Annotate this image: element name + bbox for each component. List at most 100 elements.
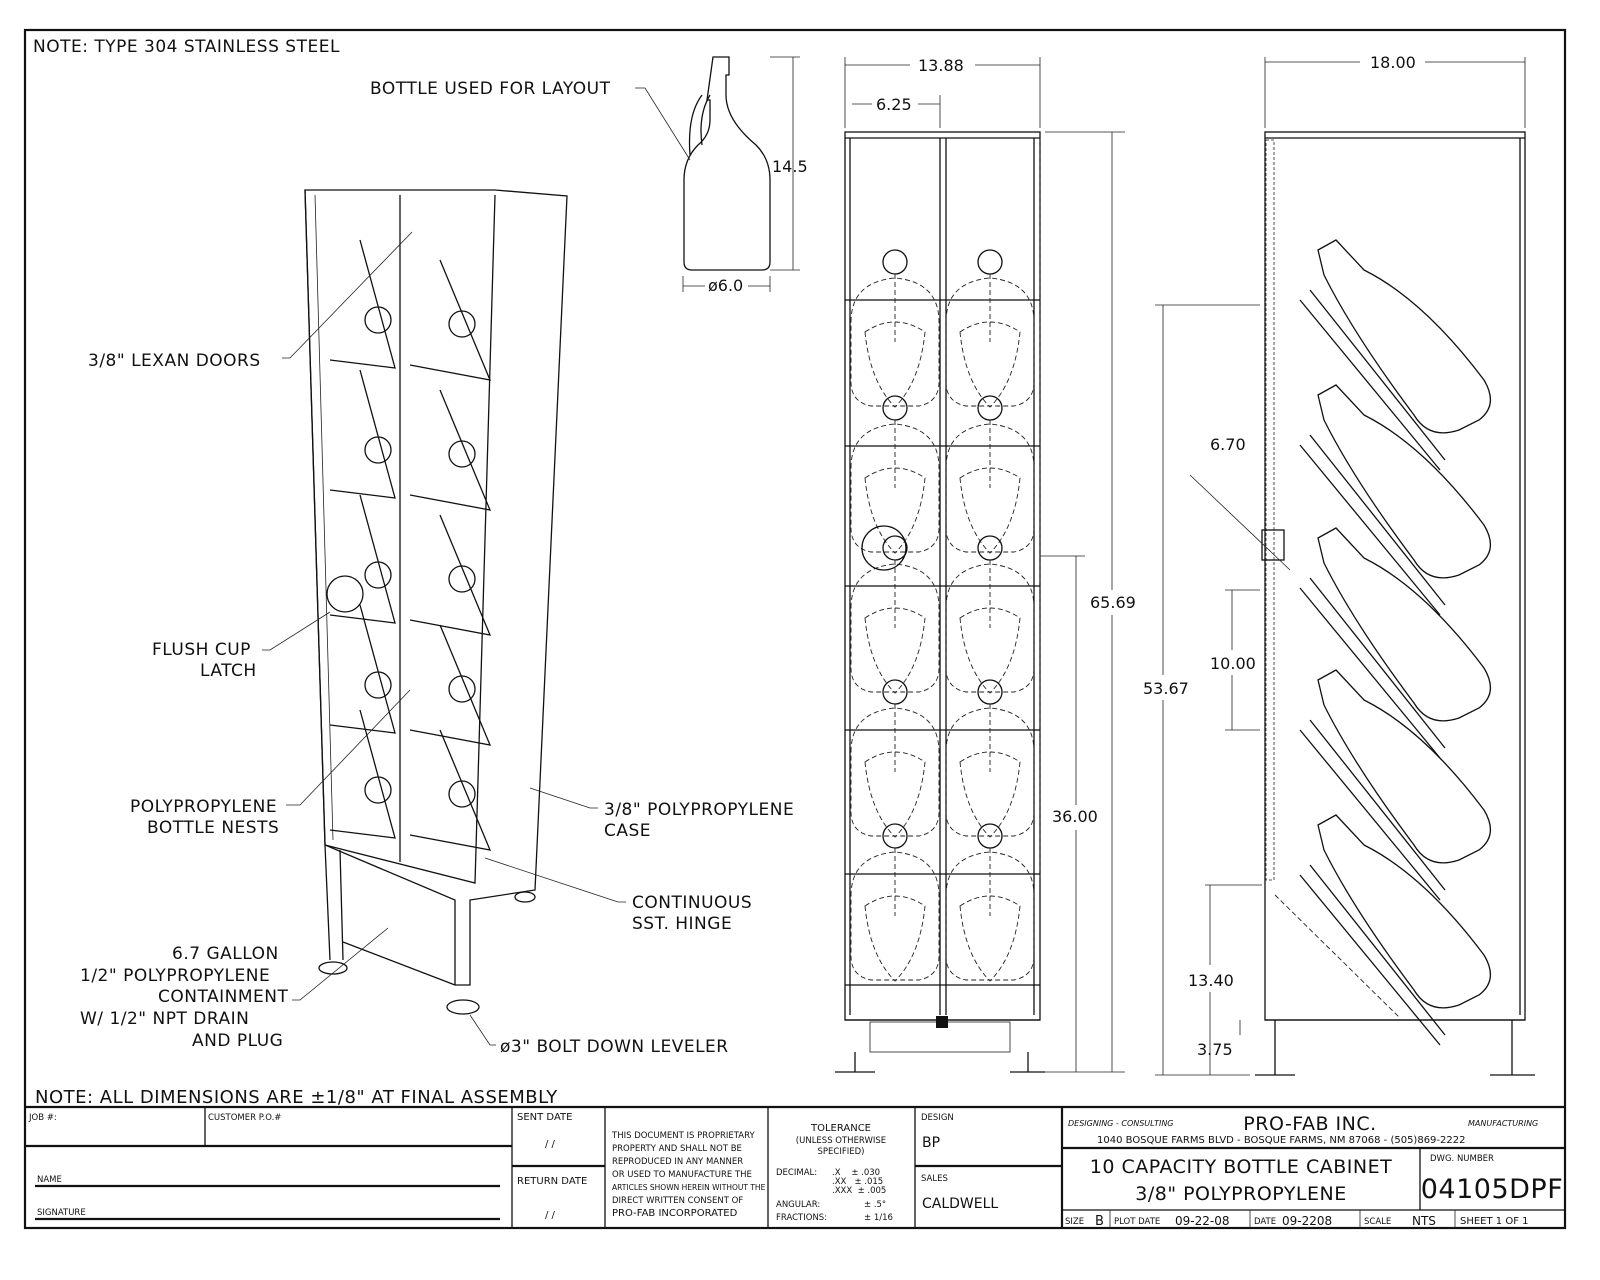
iso-bottle-cap-icon — [364, 671, 392, 699]
material-note: NOTE: TYPE 304 STAINLESS STEEL — [33, 37, 340, 57]
angular-label: ANGULAR: — [776, 1200, 820, 1210]
nest-outline — [864, 895, 926, 982]
bottle-cap-icon — [977, 535, 1003, 561]
side-bottle-outline — [1317, 384, 1491, 579]
latch-height-dim: 36.00 — [1052, 807, 1098, 826]
bottle-outline — [945, 423, 1035, 553]
side-nest-line — [1309, 719, 1446, 891]
nest-outline — [864, 751, 926, 838]
side-nest-line — [1309, 434, 1446, 606]
side-view: 18.00 53.67 6.70 10.00 13.40 3.75 — [1143, 53, 1535, 1076]
sales-value: CALDWELL — [922, 1196, 998, 1212]
tolerance-sub2: SPECIFIED) — [818, 1147, 865, 1157]
date-value: 09-2208 — [1282, 1214, 1332, 1228]
dwg-number-label: DWG. NUMBER — [1430, 1154, 1494, 1164]
side-bottle-outline — [1317, 239, 1491, 434]
sent-date-value: / / — [545, 1139, 556, 1150]
side-nest-line — [1299, 299, 1441, 471]
bottle-cap-icon — [882, 535, 908, 561]
bottle-height-dim: 14.5 — [772, 157, 808, 176]
nest-outline — [959, 751, 1021, 838]
nest-outline — [959, 607, 1021, 694]
containment-callout-1: 6.7 GALLON — [172, 944, 279, 964]
side-nest-line — [1299, 729, 1441, 901]
overall-height-dim: 65.69 — [1090, 593, 1136, 612]
nests-callout-1: POLYPROPYLENE — [130, 797, 277, 817]
tolerance-note: NOTE: ALL DIMENSIONS ARE ±1/8" AT FINAL … — [35, 1087, 558, 1108]
scale-label: SCALE — [1364, 1217, 1391, 1227]
return-date-value: / / — [545, 1210, 556, 1221]
side-pitch-dim: 10.00 — [1210, 654, 1256, 673]
side-nest-line — [1274, 894, 1401, 1019]
containment-callout-2: 1/2" POLYPROPYLENE — [80, 966, 270, 986]
front-half-dim: 6.25 — [876, 95, 912, 114]
name-label: NAME — [37, 1175, 62, 1185]
iso-bottle-cap-icon — [448, 310, 476, 338]
proprietary-line: OR USED TO MANUFACTURE THE — [612, 1170, 752, 1180]
bottle-outline — [945, 563, 1035, 693]
plot-date-label: PLOT DATE — [1114, 1217, 1160, 1227]
iso-nest — [409, 729, 492, 851]
containment-callout-5: AND PLUG — [192, 1031, 283, 1051]
proprietary-line: THIS DOCUMENT IS PROPRIETARY — [611, 1131, 755, 1141]
bottle-layout-callout: BOTTLE USED FOR LAYOUT — [370, 79, 611, 99]
side-nest-line — [1309, 577, 1446, 749]
iso-nest — [409, 259, 492, 381]
decimal-label: DECIMAL: — [776, 1168, 817, 1178]
latch-callout-1: FLUSH CUP — [152, 640, 251, 660]
tolerance-title: TOLERANCE — [810, 1123, 871, 1134]
company-name: PRO-FAB INC. — [1243, 1113, 1376, 1135]
job-label: JOB #: — [28, 1113, 57, 1123]
bottle-outline — [945, 277, 1035, 407]
containment-callout-3: CONTAINMENT — [158, 987, 289, 1007]
tolerance-sub1: (UNLESS OTHERWISE — [796, 1136, 886, 1146]
nest-outline — [959, 895, 1021, 982]
bottle-outline — [850, 423, 940, 553]
iso-nest — [329, 239, 396, 369]
case-callout-2: CASE — [604, 821, 651, 841]
proprietary-line: DIRECT WRITTEN CONSENT OF — [612, 1196, 743, 1206]
side-base-dim: 13.40 — [1188, 971, 1234, 990]
iso-nest — [329, 369, 396, 499]
scale-value: NTS — [1412, 1214, 1436, 1228]
isometric-view: 3/8" LEXAN DOORS FLUSH CUP LATCH POLYPRO… — [80, 189, 794, 1057]
sent-date-label: SENT DATE — [517, 1112, 572, 1123]
bottle-cap-icon — [882, 249, 908, 275]
front-view: 13.88 6.25 65.69 36.00 — [835, 56, 1136, 1073]
sheet-border — [23, 28, 1567, 1230]
iso-bottle-cap-icon — [364, 306, 392, 334]
design-value: BP — [922, 1135, 940, 1151]
iso-nest — [409, 514, 492, 636]
bottle-outline — [945, 851, 1035, 981]
side-nest-line — [1299, 587, 1441, 759]
proprietary-line: PRO-FAB INCORPORATED — [612, 1208, 738, 1219]
bottle-outline — [945, 707, 1035, 837]
bottle-layout-view: 14.5 ø6.0 BOTTLE USED FOR LAYOUT — [370, 56, 808, 295]
side-bottle-outline — [1317, 814, 1491, 1009]
case-callout-1: 3/8" POLYPROPYLENE — [604, 800, 794, 820]
title-block: JOB #: CUSTOMER P.O.# NAME SIGNATURE SEN… — [25, 1105, 1565, 1229]
proprietary-line: PROPERTY AND SHALL NOT BE — [612, 1144, 742, 1154]
side-leg-dim: 3.75 — [1197, 1040, 1233, 1059]
decimal-xxx: .XXX ± .005 — [832, 1186, 886, 1196]
iso-bottle-cap-icon — [364, 561, 392, 589]
hinge-callout-1: CONTINUOUS — [632, 893, 752, 913]
customer-po-label: CUSTOMER P.O.# — [208, 1113, 281, 1123]
leveler-callout: ø3" BOLT DOWN LEVELER — [500, 1037, 729, 1057]
iso-bottle-cap-icon — [448, 440, 476, 468]
containment-callout-4: W/ 1/2" NPT DRAIN — [80, 1009, 249, 1029]
hinge-callout-2: SST. HINGE — [632, 914, 732, 934]
design-label: DESIGN — [921, 1113, 954, 1123]
nest-outline — [864, 467, 926, 554]
proprietary-line: REPRODUCED IN ANY MANNER — [612, 1157, 743, 1167]
iso-bottle-cap-icon — [448, 675, 476, 703]
fractions-label: FRACTIONS: — [776, 1213, 827, 1223]
company-address: 1040 BOSQUE FARMS BLVD - BOSQUE FARMS, N… — [1097, 1135, 1465, 1146]
fractions-value: ± 1/16 — [864, 1213, 893, 1223]
iso-nest — [329, 494, 396, 624]
iso-bottle-cap-icon — [448, 565, 476, 593]
proprietary-line: ARTICLES SHOWN HEREIN WITHOUT THE — [612, 1183, 766, 1192]
decimal-xx: .XX ± .015 — [832, 1177, 883, 1187]
signature-label: SIGNATURE — [37, 1208, 86, 1218]
